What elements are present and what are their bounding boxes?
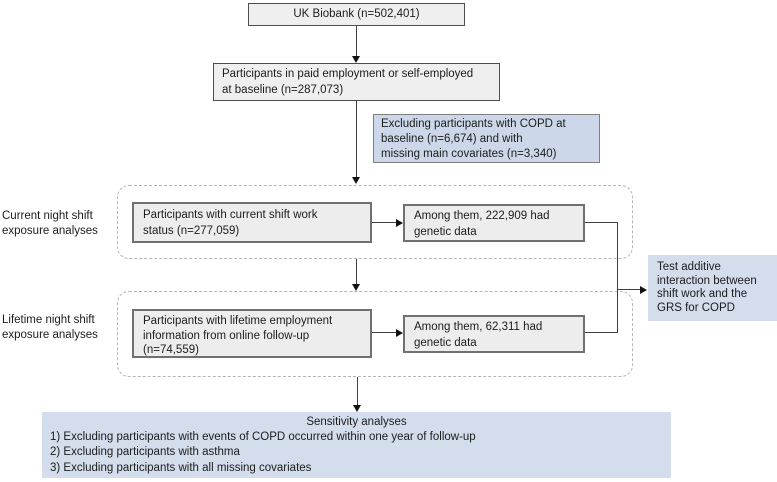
- exclusion-line-2: baseline (n=6,674) and with: [381, 132, 523, 145]
- connector-current-to-genetic: [372, 222, 397, 223]
- current-genetic-line-2: genetic data: [414, 225, 477, 238]
- current-analyses-label: Current night shift exposure analyses: [2, 209, 98, 238]
- interaction-line-2: interaction between: [657, 274, 757, 287]
- lifetime-main-line-2: information from online follow-up: [143, 329, 310, 342]
- lifetime-employment-box: Participants with lifetime employment in…: [132, 309, 372, 358]
- bracket-bottom-segment: [585, 332, 617, 333]
- lifetime-genetic-line-2: genetic data: [414, 336, 477, 349]
- interaction-line-4: GRS for COPD: [657, 301, 735, 314]
- uk-biobank-box: UK Biobank (n=502,401): [248, 3, 465, 26]
- arrowhead-bracket-to-interaction: [640, 286, 647, 294]
- connector-top-to-employment: [356, 26, 357, 57]
- lifetime-genetic-box: Among them, 62,311 had genetic data: [403, 315, 585, 353]
- employment-box: Participants in paid employment or self-…: [213, 63, 500, 101]
- lifetime-label-line-1: Lifetime night shift: [2, 314, 95, 326]
- bracket-top-segment: [585, 222, 617, 223]
- employment-line-2: at baseline (n=287,073): [222, 83, 344, 96]
- sensitivity-item-2: 2) Excluding participants with asthma: [50, 446, 240, 459]
- bracket-vertical-segment: [617, 222, 618, 333]
- connector-bracket-to-interaction: [617, 289, 641, 290]
- lifetime-main-line-1: Participants with lifetime employment: [143, 315, 333, 327]
- current-label-line-1: Current night shift: [2, 210, 93, 222]
- interaction-line-3: shift work and the: [657, 288, 748, 301]
- connector-current-to-lifetime: [356, 259, 357, 285]
- current-shiftwork-box: Participants with current shift work sta…: [132, 202, 372, 243]
- current-genetic-line-1: Among them, 222,909 had: [414, 210, 550, 222]
- arrowhead-employment-to-current: [352, 177, 360, 184]
- lifetime-label-line-2: exposure analyses: [2, 328, 98, 341]
- current-main-line-1: Participants with current shift work: [143, 209, 318, 221]
- connector-employment-to-current: [356, 101, 357, 177]
- arrowhead-lifetime-to-genetic: [396, 329, 403, 337]
- arrowhead-current-to-genetic: [396, 219, 403, 227]
- lifetime-analyses-label: Lifetime night shift exposure analyses: [2, 313, 98, 342]
- employment-line-1: Participants in paid employment or self-…: [222, 68, 474, 80]
- sensitivity-title: Sensitivity analyses: [306, 416, 407, 428]
- uk-biobank-text: UK Biobank (n=502,401): [293, 8, 420, 20]
- current-analyses-group: [117, 185, 633, 259]
- sensitivity-item-1: 1) Excluding participants with events of…: [50, 431, 476, 443]
- sensitivity-box: Sensitivity analyses 1) Excluding partic…: [42, 412, 671, 478]
- interaction-line-1: Test additive: [657, 261, 721, 273]
- arrowhead-lifetime-to-sensitivity: [353, 405, 361, 412]
- interaction-box: Test additive interaction between shift …: [648, 255, 777, 321]
- lifetime-main-line-3: (n=74,559): [143, 344, 199, 357]
- connector-lifetime-to-sensitivity: [357, 377, 358, 406]
- sensitivity-item-3: 3) Excluding participants with all missi…: [50, 461, 312, 474]
- lifetime-analyses-group: [117, 291, 633, 377]
- connector-lifetime-to-genetic: [372, 332, 397, 333]
- exclusion-line-3: missing main covariates (n=3,340): [381, 147, 557, 160]
- current-main-line-2: status (n=277,059): [143, 224, 240, 237]
- current-genetic-box: Among them, 222,909 had genetic data: [403, 204, 585, 242]
- arrowhead-current-to-lifetime: [352, 284, 360, 291]
- lifetime-genetic-line-1: Among them, 62,311 had: [414, 321, 543, 333]
- arrowhead-top-to-employment: [352, 56, 360, 63]
- current-label-line-2: exposure analyses: [2, 224, 98, 237]
- exclusion-line-1: Excluding participants with COPD at: [381, 118, 566, 130]
- exclusion-note-box: Excluding participants with COPD at base…: [373, 114, 600, 163]
